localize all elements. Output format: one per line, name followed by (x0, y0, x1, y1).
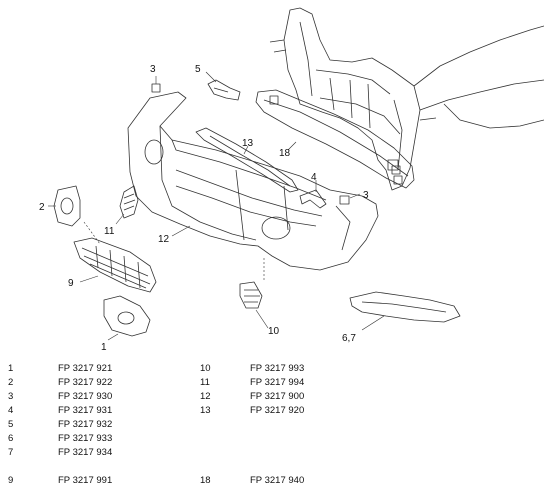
exploded-parts-diagram: 3 5 13 18 4 3 2 11 12 9 1 10 6,7 (39, 7, 544, 353)
fog-lamp-bezel-left (53, 185, 81, 227)
part-code: FP 3217 900 (250, 391, 305, 402)
part-code: FP 3217 932 (58, 419, 113, 430)
side-grille-left (119, 185, 139, 219)
clip-right (339, 195, 350, 205)
clip-left (151, 83, 161, 93)
radiator-support-frame (269, 7, 421, 191)
part-number: 6 (8, 433, 14, 444)
part-number: 4 (8, 405, 14, 416)
grille-bracket (195, 127, 299, 193)
part-code: FP 3217 991 (58, 475, 113, 486)
part-code: FP 3217 930 (58, 391, 113, 402)
part-code: FP 3217 922 (58, 377, 113, 388)
part-number: 10 (200, 363, 211, 374)
callout-5: 5 (195, 64, 201, 75)
part-number: 7 (8, 447, 14, 458)
side-bracket (299, 189, 327, 209)
part-number: 5 (8, 419, 14, 430)
part-code: FP 3217 933 (58, 433, 113, 444)
callout-12: 12 (158, 234, 170, 245)
callout-3-left: 3 (150, 64, 156, 75)
side-grille-right (239, 281, 263, 309)
callout-2: 2 (39, 202, 45, 213)
front-bumper-cover (127, 91, 379, 271)
fog-lamp-cover (103, 295, 151, 337)
callout-3-right: 3 (363, 190, 369, 201)
bumper-reinforcement-beam (255, 89, 415, 189)
part-code: FP 3217 934 (58, 447, 113, 458)
callout-10: 10 (268, 326, 280, 337)
callout-9: 9 (68, 278, 74, 289)
lower-grille (73, 237, 157, 293)
vehicle-body-outline (413, 25, 544, 129)
callout-11: 11 (104, 226, 115, 237)
part-number: 9 (8, 475, 14, 486)
parts-list: 1 FP 3217 921 2 FP 3217 922 3 FP 3217 93… (0, 362, 544, 491)
part-code: FP 3217 993 (250, 363, 305, 374)
part-code: FP 3217 920 (250, 405, 305, 416)
lower-bracket-assembly (349, 291, 461, 323)
part-number: 11 (200, 377, 210, 388)
part-number: 13 (200, 405, 211, 416)
part-code: FP 3217 931 (58, 405, 113, 416)
part-number: 1 (8, 363, 14, 374)
callout-1: 1 (101, 342, 107, 353)
part-number: 3 (8, 391, 14, 402)
part-code: FP 3217 940 (250, 475, 305, 486)
callout-6-7: 6,7 (342, 333, 356, 344)
part-code: FP 3217 921 (58, 363, 113, 374)
callout-18: 18 (279, 148, 291, 159)
upper-bracket (207, 79, 241, 101)
part-number: 12 (200, 391, 211, 402)
callout-13: 13 (242, 138, 254, 149)
part-number: 2 (8, 377, 14, 388)
part-number: 18 (200, 475, 211, 486)
callout-4: 4 (311, 172, 317, 183)
part-code: FP 3217 994 (250, 377, 305, 388)
